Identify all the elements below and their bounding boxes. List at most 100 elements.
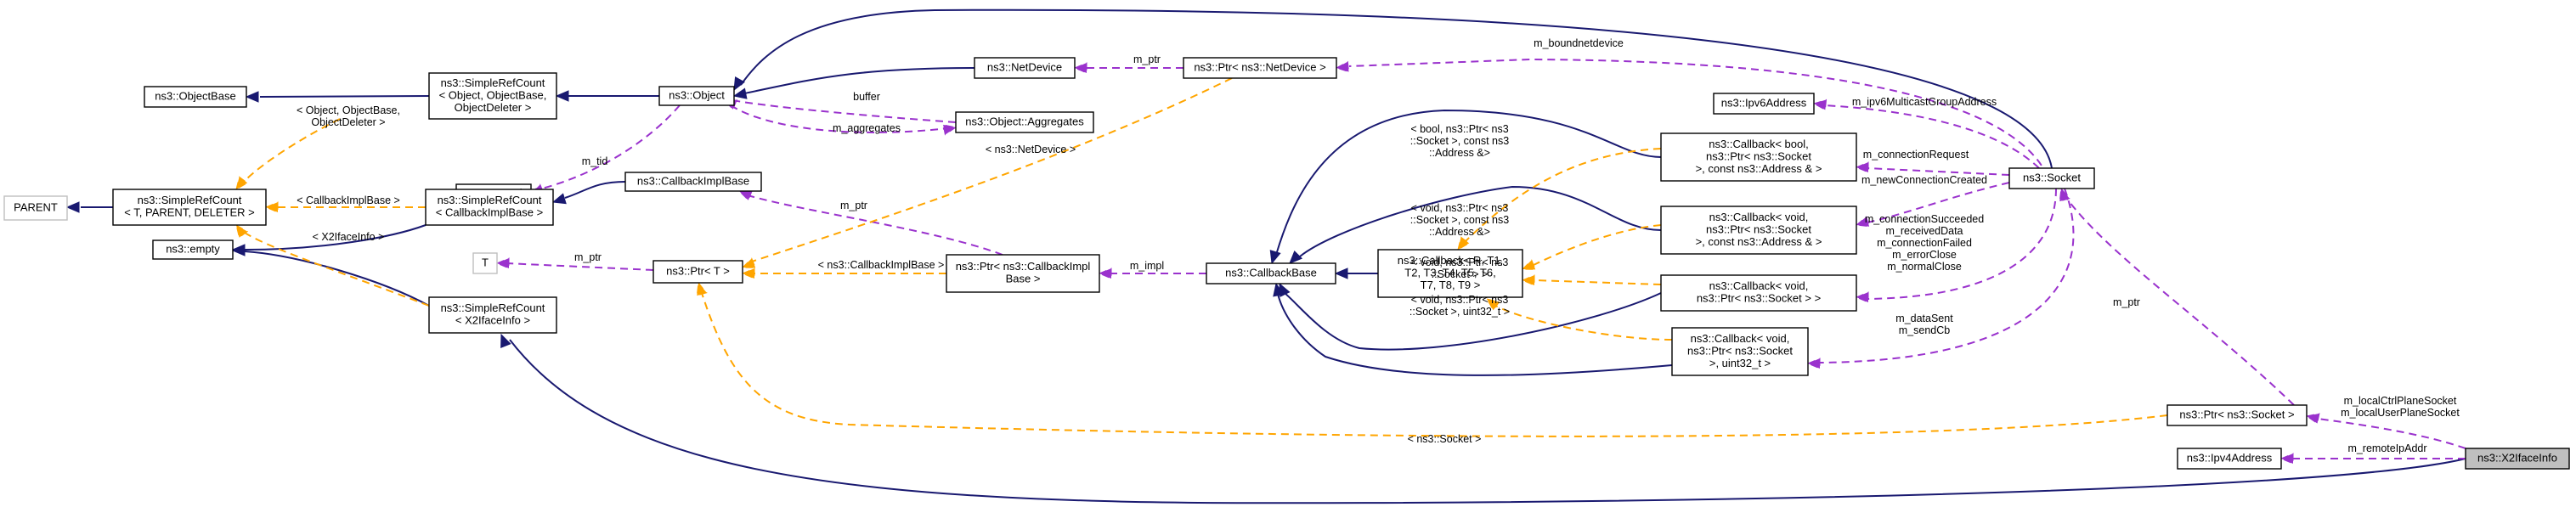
class-node-ptr_socket[interactable]: ns3::Ptr< ns3::Socket > <box>2166 404 2308 426</box>
class-node-box <box>1660 274 1857 312</box>
class-node-cb_void_addr[interactable]: ns3::Callback< void,ns3::Ptr< ns3::Socke… <box>1660 206 1857 255</box>
class-node-label: Base > <box>1006 273 1041 285</box>
edge-label-m-group-uint: m_dataSent <box>1895 313 1953 324</box>
arrowhead-refcount-to-object <box>555 90 569 102</box>
edge-ptr-t-to-ptr-netdevice <box>751 77 1233 262</box>
class-node-label: ns3::Ipv6Address <box>1721 96 1807 109</box>
class-node-label: >, const ns3::Address & > <box>1696 235 1822 248</box>
class-node-box <box>428 72 557 120</box>
arrowhead-aggregates-m-aggregates <box>942 124 958 136</box>
class-node-cb_bool[interactable]: ns3::Callback< bool,ns3::Ptr< ns3::Socke… <box>1660 132 1857 182</box>
class-node-label: < X2IfaceInfo > <box>455 314 530 327</box>
class-node-callbackimplbase[interactable]: ns3::CallbackImplBase <box>624 172 762 192</box>
class-node-ptr_t[interactable]: ns3::Ptr< T > <box>652 260 743 284</box>
class-node-src_objectbase[interactable]: ns3::SimpleRefCount< Object, ObjectBase,… <box>428 72 557 120</box>
class-node-label: ObjectDeleter > <box>455 101 532 114</box>
edge-label-m-remoteIpAddr: m_remoteIpAddr <box>2347 442 2426 454</box>
class-node-box <box>428 296 557 334</box>
edge-refcount-generic-to-object <box>242 118 341 183</box>
class-node-ptr_netdevice[interactable]: ns3::Ptr< ns3::NetDevice > <box>1183 57 1337 79</box>
edge-label-m-ptr-socket: m_ptr <box>2113 296 2140 308</box>
edge-typeid-m-tid <box>541 104 681 189</box>
class-node-src_generic[interactable]: ns3::SimpleRefCount< T, PARENT, DELETER … <box>112 189 267 226</box>
edge-label-m-connectionRequest: m_connectionRequest <box>1863 149 1969 161</box>
class-node-label: ns3::Callback< void, <box>1709 279 1809 292</box>
class-node-label: ns3::SimpleRefCount <box>438 194 542 206</box>
edge-callbackbase-to-cb-void-addr <box>1299 185 1662 257</box>
class-node-label: ns3::empty <box>166 242 220 255</box>
edge-callbackbase-to-cb-void-sock <box>1284 292 1662 351</box>
class-node-box <box>955 111 1094 133</box>
class-node-label: ns3::NetDevice <box>987 60 1062 73</box>
class-node-ipv6[interactable]: ns3::Ipv6Address <box>1713 93 1815 115</box>
class-node-label: ns3::Socket <box>2023 171 2081 183</box>
edge-label-tpl-void-sock: ::Socket > > <box>1432 268 1489 280</box>
class-node-objectbase[interactable]: ns3::ObjectBase <box>144 86 247 108</box>
edge-void-uint-group <box>1818 188 2075 363</box>
class-node-src_x2[interactable]: ns3::SimpleRefCount< X2IfaceInfo > <box>428 296 557 334</box>
edge-label-tpl-object: < Object, ObjectBase, <box>297 104 400 116</box>
class-node-label: ns3::Object::Aggregates <box>965 115 1084 127</box>
edge-connection-request <box>1867 167 2010 176</box>
edge-label-tpl-void-sock: < void, ns3::Ptr< ns3 <box>1411 256 1509 268</box>
class-node-callback_generic[interactable]: ns3::Callback< R, T1,T2, T3, T4, T5, T6,… <box>1377 249 1523 298</box>
class-node-label: T7, T8, T9 > <box>1421 279 1481 291</box>
class-node-object[interactable]: ns3::Object <box>658 86 735 106</box>
class-node-parent[interactable]: PARENT <box>3 195 68 221</box>
class-node-box <box>1660 206 1857 255</box>
class-node-label: ns3::Object <box>669 88 725 101</box>
class-node-label: ns3::Callback< void, <box>1709 211 1809 223</box>
arrowhead-refcount-generic-to-x2 <box>235 223 249 239</box>
class-node-ipv4[interactable]: ns3::Ipv4Address <box>2177 448 2282 470</box>
class-node-empty[interactable]: ns3::empty <box>152 239 234 260</box>
class-node-callbackbase[interactable]: ns3::CallbackBase <box>1206 262 1336 284</box>
arrowhead-parent-to-refcount-generic <box>65 201 80 213</box>
arrowhead-ipv6-member <box>1812 99 1827 111</box>
arrowhead-x2-remote-ip <box>2279 453 2294 465</box>
arrowhead-ptr-t-to-ptr-callbackimpl <box>741 268 755 279</box>
class-node-cb_void_uint[interactable]: ns3::Callback< void,ns3::Ptr< ns3::Socke… <box>1671 327 1809 376</box>
arrowhead-x2-socket-members <box>2305 413 2320 425</box>
edge-label-m-ptr-t: m_ptr <box>574 251 602 263</box>
class-node-ptr_callbackimpl[interactable]: ns3::Ptr< ns3::CallbackImplBase > <box>946 254 1100 293</box>
edge-label-m-socket: m_localCtrlPlaneSocket <box>2344 395 2457 407</box>
class-node-netdevice[interactable]: ns3::NetDevice <box>974 57 1076 79</box>
class-node-box <box>974 57 1076 79</box>
class-node-label: ns3::Ptr< ns3::Socket <box>1706 223 1811 235</box>
class-node-label: ns3::SimpleRefCount <box>138 194 242 206</box>
edge-label-m-group-void: m_normalClose <box>1887 261 1962 273</box>
edge-aggregates-buffer <box>732 99 957 123</box>
class-node-aggregates[interactable]: ns3::Object::Aggregates <box>955 111 1094 133</box>
class-node-socket[interactable]: ns3::Socket <box>2008 167 2095 189</box>
class-node-x2ifaceinfo[interactable]: ns3::X2IfaceInfo <box>2465 448 2570 470</box>
arrowhead-empty-to-refcount-x2 <box>231 245 246 256</box>
edge-label-m-ptr-cb: m_ptr <box>840 200 867 211</box>
edge-callback-generic-to-cb-void-sock <box>1534 279 1662 285</box>
arrowhead-callback-generic-to-cb-void-uint <box>1485 298 1500 312</box>
edge-socket-m-ptr <box>2064 194 2295 406</box>
class-node-label: ns3::Callback< void, <box>1691 332 1790 345</box>
arrowhead-callbackbase-m-impl <box>1098 268 1112 279</box>
class-node-cb_void_sock[interactable]: ns3::Callback< void,ns3::Ptr< ns3::Socke… <box>1660 274 1857 312</box>
edge-label-m-group-void: m_receivedData <box>1885 225 1963 237</box>
arrowhead-socket-m-ptr <box>2059 187 2070 202</box>
diagram-edge-labels: m_boundnetdevicem_ptrbufferm_tidm_aggreg… <box>297 37 2460 454</box>
arrowhead-refcount-generic-to-callbackimpl <box>264 201 279 213</box>
class-node-label: ns3::Ptr< ns3::CallbackImpl <box>956 260 1091 273</box>
arrowhead-void-uint-group <box>1806 358 1821 369</box>
edge-label-tpl-x2: < X2IfaceInfo > <box>313 231 385 243</box>
edge-label-tpl-bool: ::Address &> <box>1429 147 1490 159</box>
edge-label-tpl-void-uint: ::Socket >, uint32_t > <box>1409 306 1510 318</box>
arrowhead-ptr-t-to-ptr-netdevice <box>741 257 756 268</box>
edge-callbackimpl-m-ptr <box>747 194 1003 256</box>
edge-label-m-group-void: m_connectionFailed <box>1877 237 1972 249</box>
edge-aggregates-m-aggregates <box>730 104 957 133</box>
class-node-label: ns3::X2IfaceInfo <box>2477 451 2557 464</box>
edge-label-m-impl: m_impl <box>1130 260 1164 272</box>
diagram-edges <box>65 8 2466 504</box>
class-node-t[interactable]: T <box>472 252 498 274</box>
arrowhead-callback-generic-to-cb-void-sock <box>1521 274 1535 286</box>
class-node-src_callbackimpl[interactable]: ns3::SimpleRefCount< CallbackImplBase > <box>425 189 554 226</box>
